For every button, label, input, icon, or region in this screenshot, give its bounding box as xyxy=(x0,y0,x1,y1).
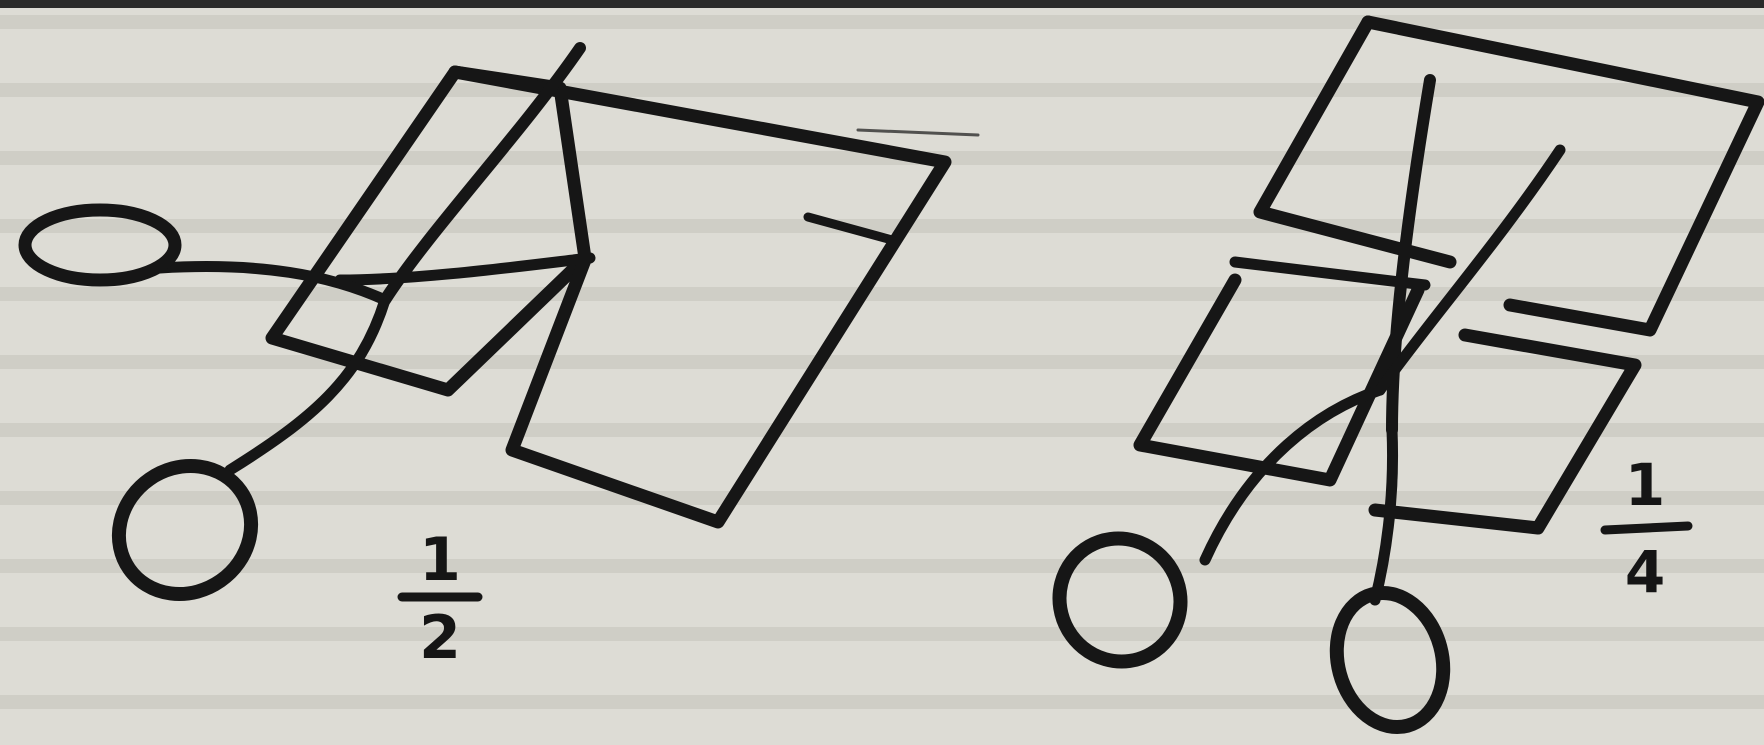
left-scissors-blade-lower xyxy=(340,258,590,280)
left-fraction-numerator: 1 xyxy=(419,525,461,595)
right-fraction-denominator: 4 xyxy=(1625,538,1665,606)
left-cut-mark xyxy=(808,217,892,240)
left-scissors-arm-top xyxy=(160,267,385,300)
right-fraction: 1 4 xyxy=(1605,451,1688,606)
right-paper-piece-bottom xyxy=(1375,335,1635,528)
right-fraction-bar xyxy=(1605,526,1688,530)
left-scissors-ring-top xyxy=(25,210,175,280)
right-panel: 1 4 xyxy=(1037,22,1758,739)
left-scissors-arm-bottom xyxy=(230,300,385,470)
right-fraction-numerator: 1 xyxy=(1625,451,1665,519)
left-panel: 1 2 xyxy=(25,48,978,673)
left-paper-piece-b xyxy=(455,72,945,522)
right-scissors xyxy=(1037,80,1560,739)
left-fraction-denominator: 2 xyxy=(419,603,461,673)
left-cut-mark-faint xyxy=(858,130,978,135)
right-scissors-ring-left xyxy=(1037,516,1203,683)
left-fraction: 1 2 xyxy=(402,525,478,673)
right-scissors-ring-bottom xyxy=(1322,581,1458,739)
left-scissors-ring-bottom xyxy=(94,440,277,620)
